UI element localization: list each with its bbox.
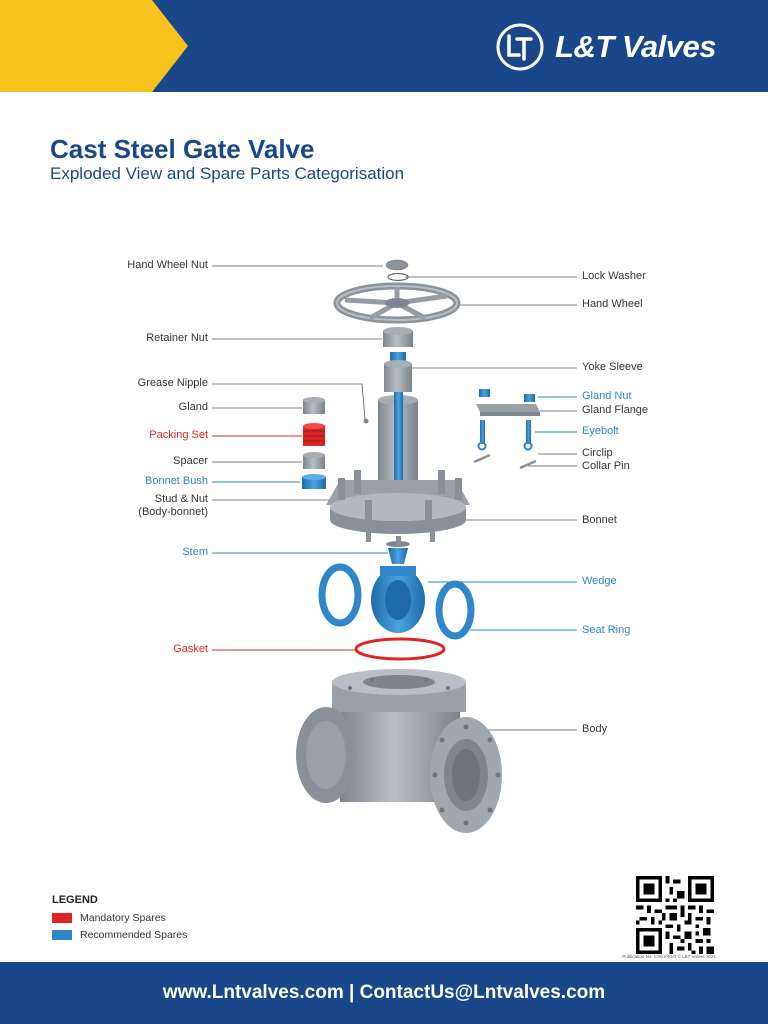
hand-wheel-part [333,282,461,324]
seat-ring-left-part [318,563,362,627]
label-retainer-nut: Retainer Nut [146,332,208,344]
label-gland-flange: Gland Flange [582,404,649,416]
label-body: Body [582,723,608,735]
bonnet-bush-part [302,474,326,489]
stud-and-nut-parts [338,470,462,546]
body-part [296,669,502,833]
spacer-part [303,452,325,469]
brand-name: L&T Valves [555,29,716,64]
label-body-bonnet: (Body-bonnet) [138,506,208,518]
gasket-part [354,637,446,661]
gland-flange-part [476,404,540,416]
collar-pin-parts [473,453,537,470]
label-grease-nipple: Grease Nipple [137,377,208,389]
legend-item-recommended: Recommended Spares [52,929,187,941]
yoke-sleeve-part [384,352,412,392]
leader-lines [212,265,577,731]
label-stem: Stem [182,546,208,558]
label-gland: Gland [178,401,208,413]
label-lock-washer: Lock Washer [582,270,646,282]
legend-label-recommended: Recommended Spares [80,929,188,941]
label-seat-ring: Seat Ring [582,624,631,636]
legend-label-mandatory: Mandatory Spares [80,912,166,924]
retainer-nut-part [383,327,413,347]
label-circlip: Circlip [582,447,613,459]
wedge-part [371,566,425,633]
label-hand-wheel: Hand Wheel [582,298,643,310]
brand-logo[interactable]: L&T Valves [495,22,716,72]
label-bonnet: Bonnet [582,514,617,526]
gland-part [303,397,325,414]
page-footer: www.Lntvalves.com | ContactUs@Lntvalves.… [0,962,768,1024]
stem-part [388,548,408,564]
label-collar-pin: Collar Pin [582,460,630,472]
label-eyebolt: Eyebolt [582,425,619,437]
label-yoke-sleeve: Yoke Sleeve [582,361,643,373]
bonnet-yoke-part [326,392,470,547]
grease-nipple-part [363,418,369,424]
publication-number: Publication No: CS/LV/IG/2 © L&T Valves … [622,954,716,959]
gland-nut-parts [479,389,535,402]
legend: LEGEND Mandatory Spares Recommended Spar… [52,894,187,946]
eyebolt-parts [477,420,533,451]
legend-item-mandatory: Mandatory Spares [52,912,187,924]
label-bonnet-bush: Bonnet Bush [145,475,208,487]
packing-set-part [303,423,325,446]
label-gland-nut: Gland Nut [582,390,632,402]
hand-wheel-nut-part [385,259,409,271]
mandatory-swatch [52,913,72,923]
label-spacer: Spacer [173,455,208,467]
seat-ring-right-part [435,580,475,640]
lt-logo-icon [496,23,544,71]
legend-title: LEGEND [52,894,98,906]
leader-lines-mandatory [212,435,355,651]
recommended-swatch [52,930,72,940]
lock-washer-part [387,272,409,282]
label-stud-and-nut: Stud & Nut [154,493,208,505]
label-gasket: Gasket [173,643,208,655]
qr-code-icon[interactable] [636,876,714,954]
label-wedge: Wedge [582,575,617,587]
yellow-chevron-banner [0,0,188,92]
page-title: Cast Steel Gate Valve [50,134,315,164]
label-hand-wheel-nut: Hand Wheel Nut [127,259,208,271]
footer-contact-links[interactable]: www.Lntvalves.com | ContactUs@Lntvalves.… [162,982,606,1003]
page-header: L&T Valves [0,0,768,92]
page-subtitle: Exploded View and Spare Parts Categorisa… [50,164,405,183]
label-packing-set: Packing Set [149,429,208,441]
